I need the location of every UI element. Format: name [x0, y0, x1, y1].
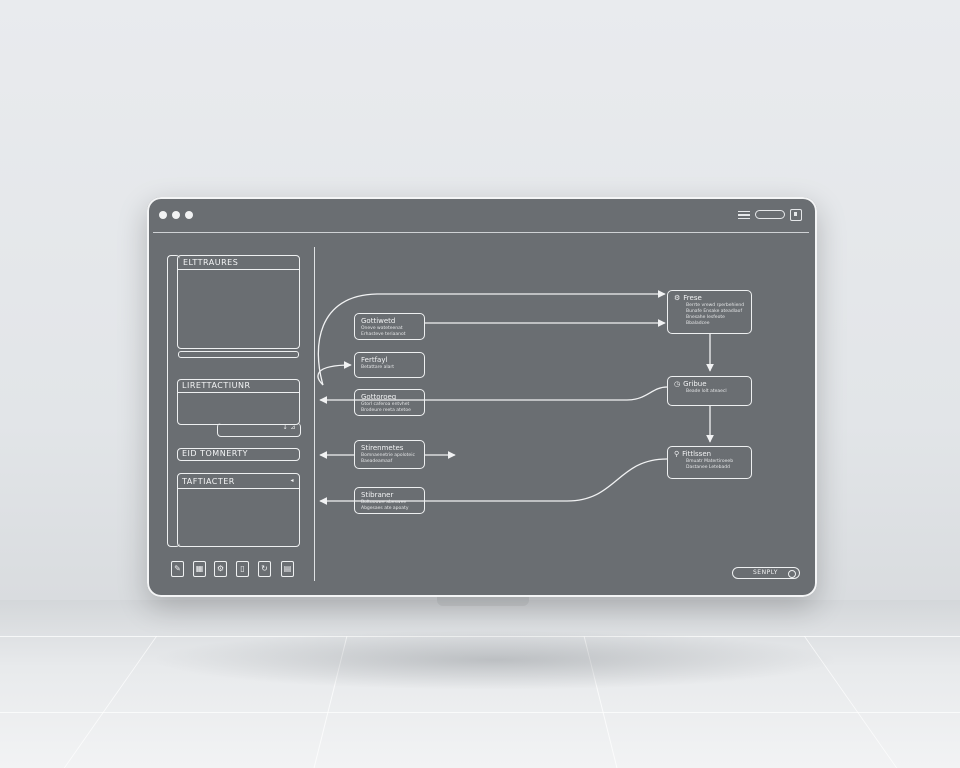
node-title: Fittlssen — [682, 450, 712, 458]
flow-node-right-3[interactable]: ⚲Fittlssen Bmuatr Matertiroeeb Dastanee … — [667, 446, 752, 479]
panel-features-slot — [178, 351, 299, 358]
calendar-icon[interactable]: ▦ — [193, 561, 206, 577]
node-sub: Bunafe Ensake ateadlaof — [686, 309, 743, 314]
clipboard-icon[interactable]: ▯ — [236, 561, 249, 577]
panel-interaction[interactable]: LIRETTACTIUNR — [177, 379, 300, 425]
minimize-dot[interactable] — [172, 211, 180, 219]
app-window: ELTTRAURES LIRETTACTIUNR ↓ ⊿ EID TOMNERT… — [147, 197, 817, 597]
panel-entity-label: EID TOMNERTY — [182, 449, 248, 458]
node-title: Stibraner — [361, 491, 394, 499]
flow-node-4[interactable]: Stirenmetes Bomnaenetrie apoloteic Baead… — [354, 440, 425, 469]
panel-interaction-sub[interactable]: ↓ ⊿ — [217, 423, 301, 437]
node-sub: Gtorl caferoa entvhet — [361, 402, 410, 407]
search-field[interactable]: SENPLY — [732, 567, 800, 579]
connector-arc-top — [317, 290, 666, 386]
panel-interaction-footer: ↓ ⊿ — [282, 424, 296, 431]
node-sub: Baeadeamaaf — [361, 459, 393, 464]
export-icon[interactable] — [790, 209, 802, 221]
floor-grout — [0, 712, 960, 713]
node-title: Gottoroeg — [361, 393, 397, 401]
note-icon[interactable]: ✎ — [171, 561, 184, 577]
flow-node-right-2[interactable]: ◷Gribue Beade lolt ateaecl — [667, 376, 752, 406]
document-icon[interactable]: ▤ — [281, 561, 294, 577]
gear-icon: ⚙ — [674, 294, 681, 302]
panel-interaction-divider — [178, 392, 299, 393]
node-title: Frese — [683, 294, 702, 302]
close-dot[interactable] — [159, 211, 167, 219]
node-sub: Berrte vrewd rperbehiend — [686, 303, 745, 308]
monitor-stand — [437, 597, 529, 606]
menu-icon[interactable] — [738, 211, 750, 219]
title-divider — [153, 232, 809, 233]
flow-node-2[interactable]: Fertfayl Betattare alart — [354, 352, 425, 378]
node-sub: Erhasteve teriaanot — [361, 332, 406, 337]
search-label: SENPLY — [753, 569, 778, 576]
flow-connectors — [317, 290, 714, 505]
lightbulb-icon: ⚲ — [674, 450, 680, 458]
panel-entity[interactable]: EID TOMNERTY — [177, 448, 300, 461]
node-sub: Betattare alart — [361, 365, 394, 370]
node-sub: Bmuatr Matertiroeeb — [686, 459, 734, 464]
panel-tafttiacter[interactable]: TAFTIACTER ◂ — [177, 473, 300, 547]
monitor-shadow — [150, 630, 840, 690]
node-sub: Beade lolt ateaecl — [686, 389, 727, 394]
node-sub: Brodeure reeta atetoe — [361, 408, 411, 413]
gear-icon[interactable]: ⚙ — [214, 561, 227, 577]
flow-node-5[interactable]: Stibraner Boltuouwe abeswee Abgesaes ate… — [354, 487, 425, 514]
connector-r3-n5 — [319, 458, 668, 505]
flow-node-right-1[interactable]: ⚙Frese Berrte vrewd rperbehiend Bunafe E… — [667, 290, 752, 334]
node-sub: Boltuouwe abeswee — [361, 500, 407, 505]
node-sub: Bbaladcee — [686, 321, 710, 326]
flow-node-3[interactable]: Gottoroeg Gtorl caferoa entvhet Brodeure… — [354, 389, 425, 416]
panel-features-label: ELTTRAURES — [183, 258, 239, 267]
connector-arc-n2 — [317, 361, 352, 386]
flow-node-1[interactable]: Gottiwetd Oneve wateteenat Erhasteve ter… — [354, 313, 425, 340]
node-title: Stirenmetes — [361, 444, 404, 452]
refresh-icon[interactable]: ↻ — [258, 561, 271, 577]
maximize-dot[interactable] — [185, 211, 193, 219]
panel-tafttiacter-divider — [178, 488, 299, 489]
node-title: Gottiwetd — [361, 317, 396, 325]
floor — [0, 600, 960, 768]
panel-features-body — [178, 269, 299, 270]
node-sub: Oneve wateteenat — [361, 326, 403, 331]
sidebar-frame — [167, 255, 180, 547]
sidebar-divider — [314, 247, 315, 581]
panel-features[interactable]: ELTTRAURES — [177, 255, 300, 358]
connector-r2-back — [319, 386, 668, 404]
clock-icon: ◷ — [674, 380, 681, 388]
node-title: Gribue — [683, 380, 707, 388]
search-pill-icon[interactable] — [755, 210, 785, 219]
search-icon[interactable] — [788, 569, 796, 578]
floor-grout — [0, 636, 960, 637]
node-sub: Bomnaenetrie apoloteic — [361, 453, 415, 458]
panel-interaction-label: LIRETTACTIUNR — [182, 381, 251, 390]
node-sub: Dastanee Letebadd — [686, 465, 730, 470]
node-title: Fertfayl — [361, 356, 388, 364]
collapse-icon[interactable]: ◂ — [290, 477, 294, 484]
node-sub: Abgesaes ate apoaty — [361, 506, 409, 511]
title-bar — [147, 197, 817, 233]
panel-tafttiacter-label: TAFTIACTER — [182, 477, 235, 486]
node-sub: Bnesahe lesfeote — [686, 315, 725, 320]
